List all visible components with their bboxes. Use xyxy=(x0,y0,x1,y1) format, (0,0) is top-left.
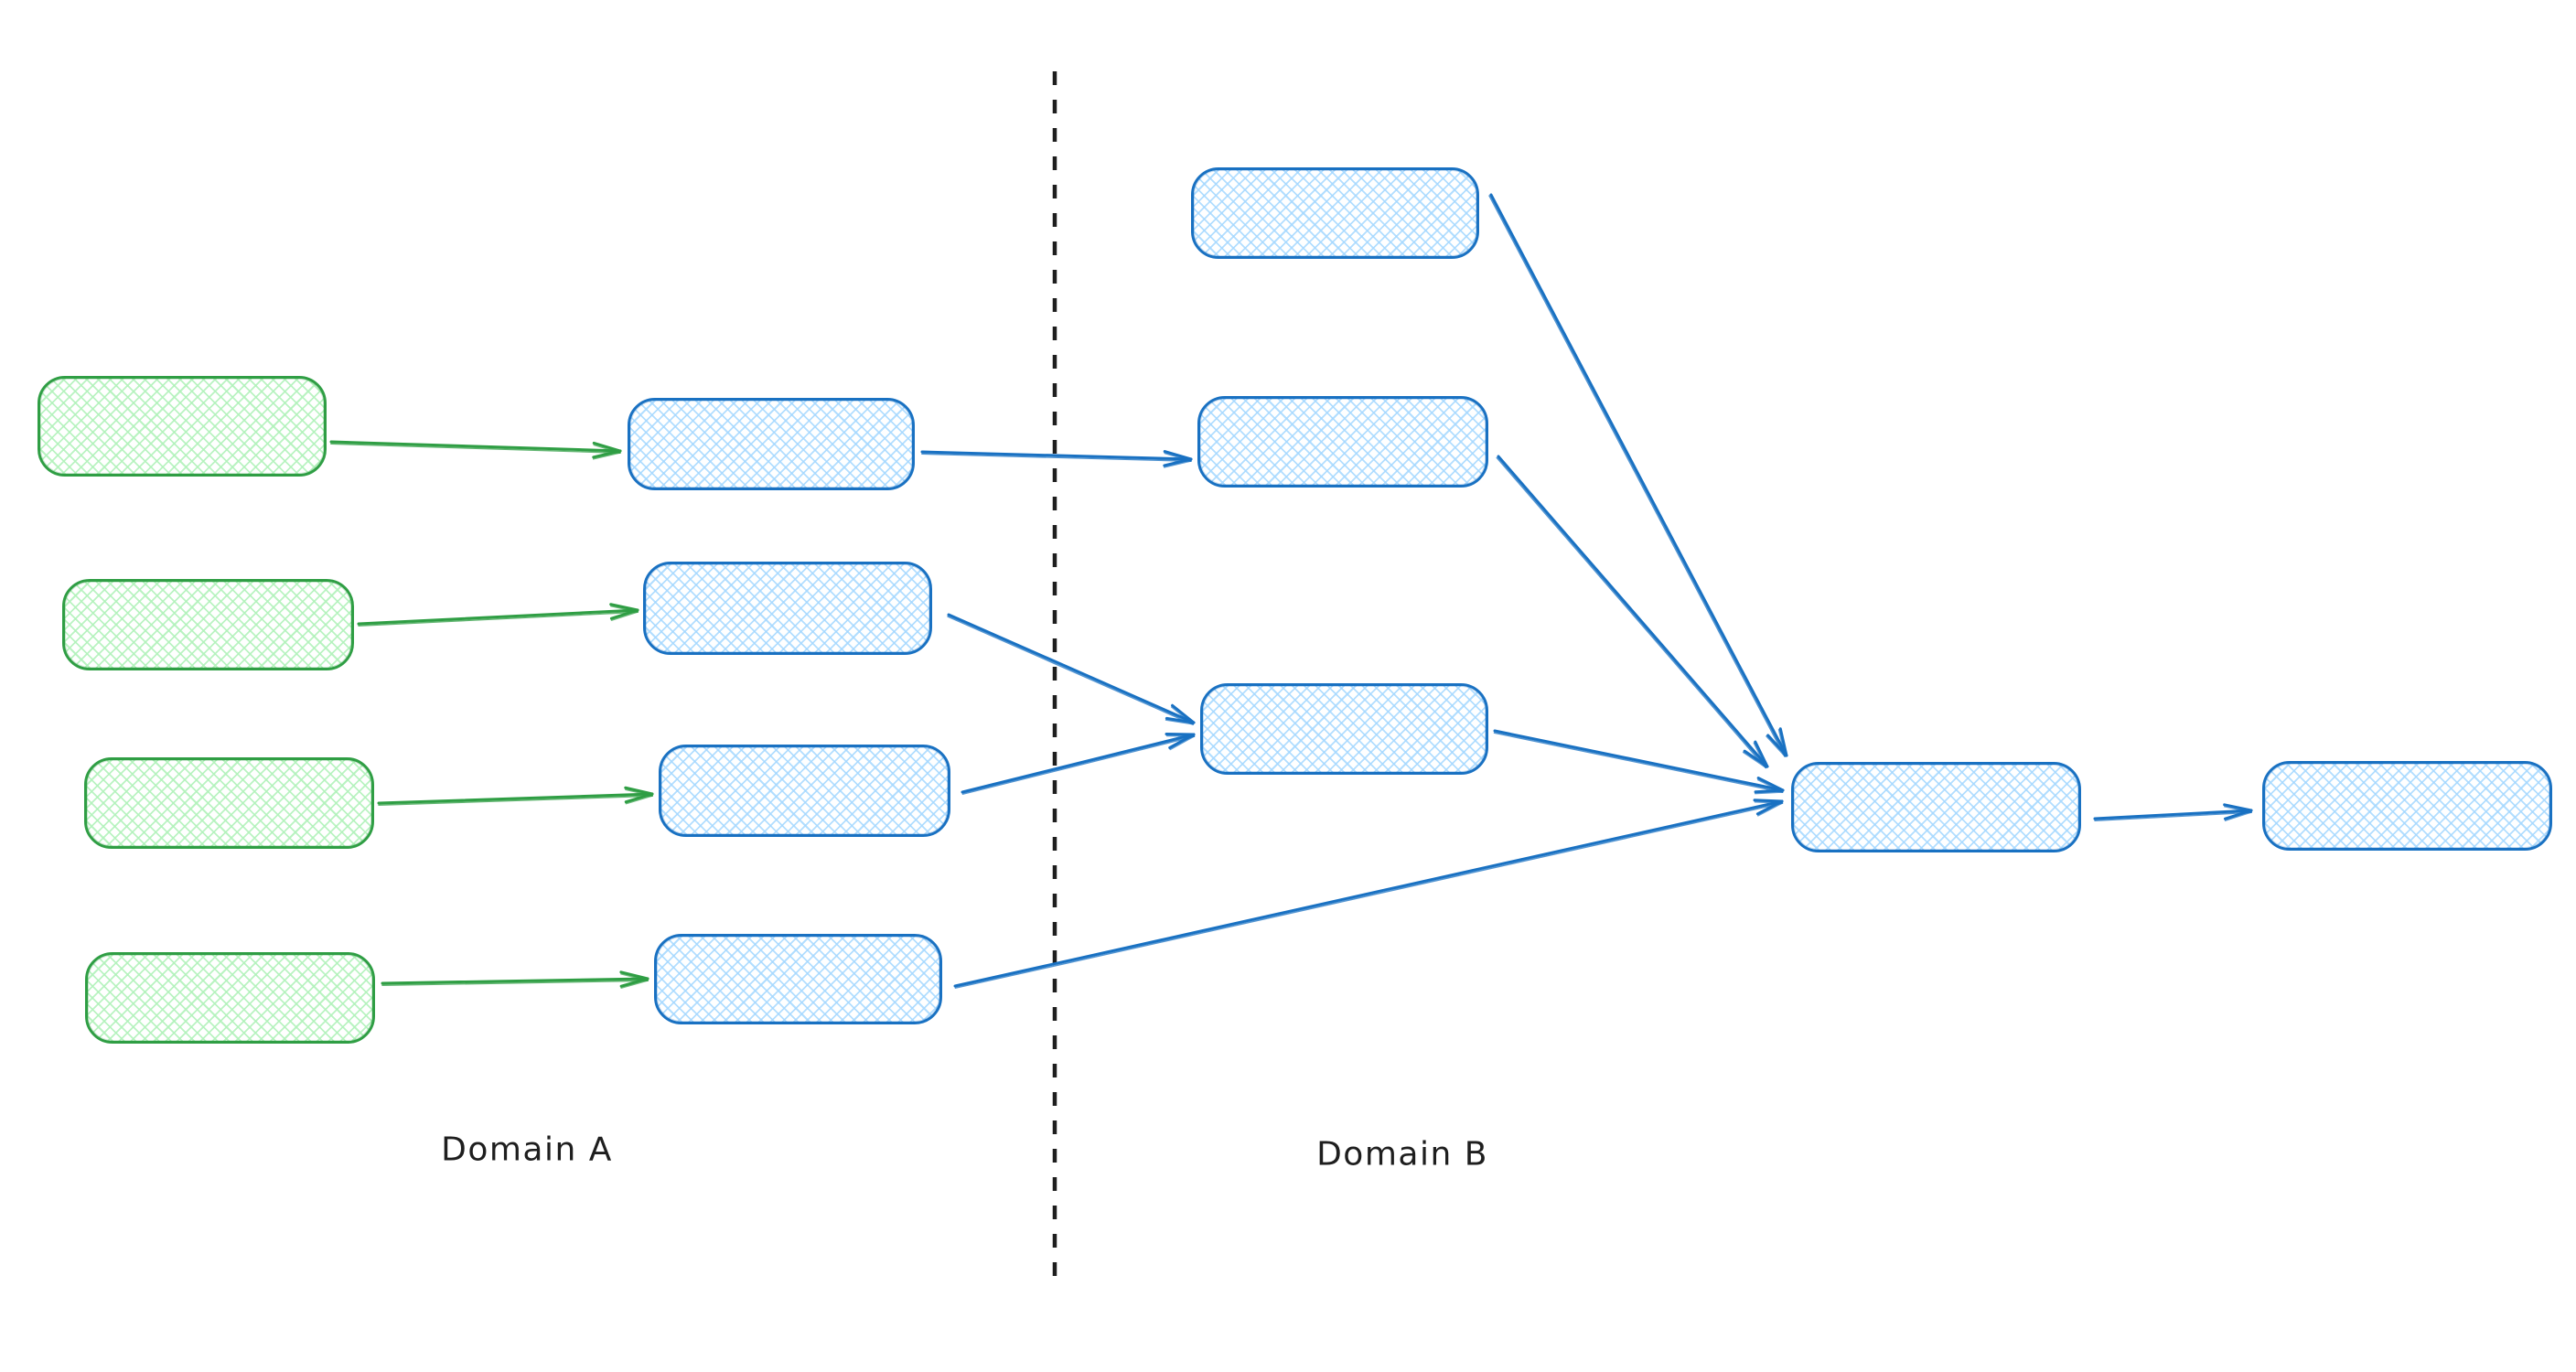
edge-a-stage-3-to-b-node-lower xyxy=(961,733,1196,795)
node-a-source-4 xyxy=(85,952,375,1044)
node-b-output xyxy=(2262,761,2552,851)
edge-b-node-top-to-b-hub xyxy=(1488,193,1788,757)
edge-a-stage-1-to-b-node-mid xyxy=(920,450,1193,468)
edge-a-source-2-to-a-stage-2 xyxy=(357,603,639,627)
edge-a-source-4-to-a-stage-4 xyxy=(381,970,649,989)
node-a-stage-1 xyxy=(628,398,915,490)
node-a-source-2 xyxy=(62,579,354,670)
edge-b-node-lower-to-b-hub xyxy=(1493,729,1785,795)
node-a-stage-3 xyxy=(659,745,950,837)
edge-a-stage-4-to-b-hub xyxy=(953,799,1784,989)
domain-a-label: Domain A xyxy=(441,1131,613,1169)
node-a-source-3 xyxy=(84,757,374,849)
node-b-node-mid xyxy=(1197,396,1488,488)
node-a-stage-2 xyxy=(643,562,932,655)
edge-b-hub-to-b-output xyxy=(2093,803,2253,821)
edge-a-source-3-to-a-stage-3 xyxy=(377,786,654,806)
node-b-hub xyxy=(1791,762,2081,852)
node-b-node-lower xyxy=(1200,683,1488,775)
node-a-source-1 xyxy=(38,376,327,477)
node-a-stage-4 xyxy=(654,934,942,1024)
edge-b-node-mid-to-b-hub xyxy=(1496,455,1769,769)
node-b-node-top xyxy=(1191,167,1479,259)
domain-b-label: Domain B xyxy=(1316,1135,1488,1174)
edge-a-stage-2-to-b-node-lower xyxy=(947,613,1196,725)
edge-a-source-1-to-a-stage-1 xyxy=(329,440,622,460)
